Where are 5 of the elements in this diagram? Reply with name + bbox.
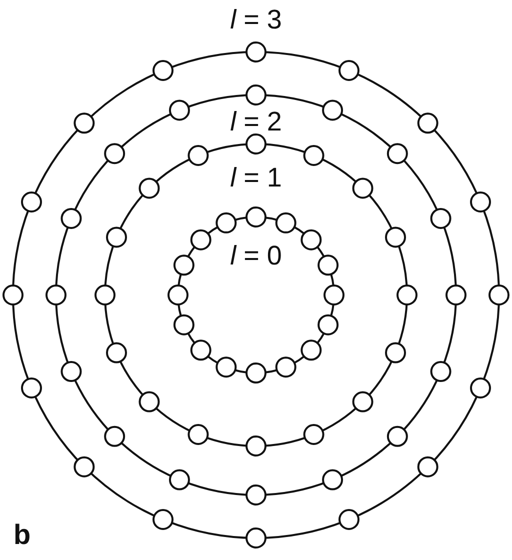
quantum-number-label: l = 1 <box>229 164 283 192</box>
quantum-number-label: l = 3 <box>229 6 283 34</box>
panel-letter: b <box>12 521 32 549</box>
quantum-number-label: l = 2 <box>229 108 283 136</box>
quantum-number-label: l = 0 <box>229 242 283 270</box>
